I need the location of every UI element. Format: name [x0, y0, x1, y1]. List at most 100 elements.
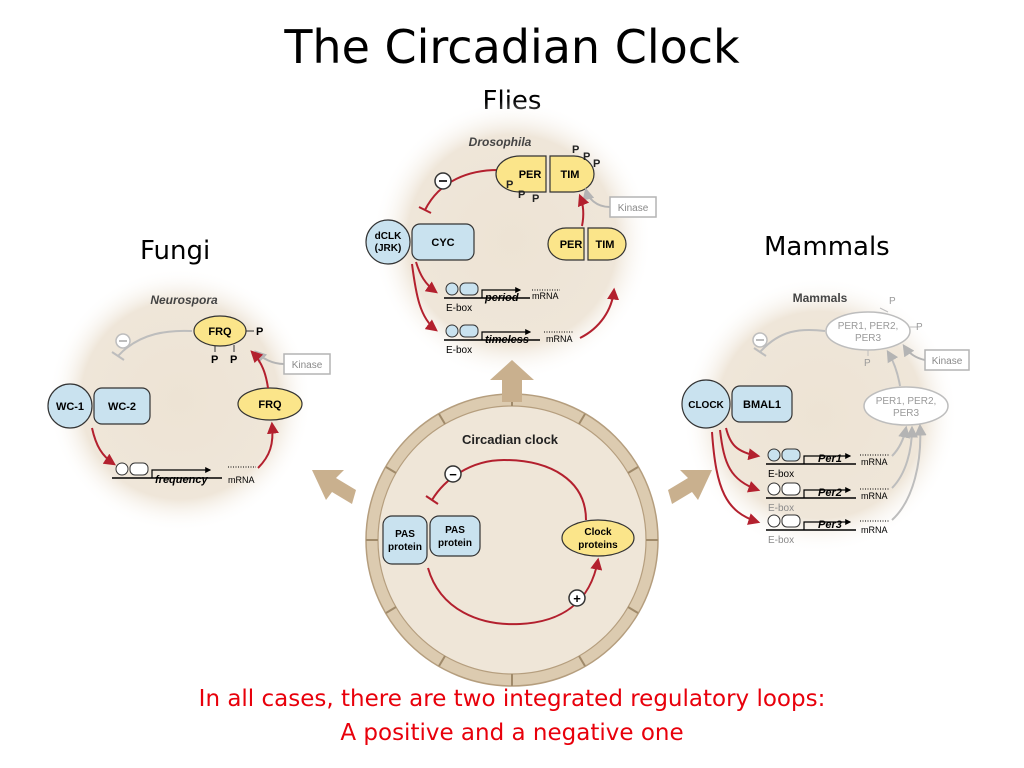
- svg-text:PAS: PAS: [395, 529, 415, 540]
- frq-protein: FRQ: [237, 387, 303, 421]
- neurospora-heading: Neurospora: [150, 293, 218, 307]
- per-complex-phospho: PER1, PER2, PER3: [825, 311, 911, 351]
- svg-text:frequency: frequency: [155, 474, 208, 486]
- svg-text:mRNA: mRNA: [861, 457, 888, 467]
- mammals-phospho-labels: P P P: [864, 296, 923, 369]
- per-tim-complex: PER TIM: [547, 227, 627, 261]
- drosophila-negative-loop: [424, 169, 499, 211]
- drosophila-minus-icon: [434, 172, 452, 190]
- per1-gene-row: E-box Per1 mRNA: [766, 448, 890, 480]
- svg-text:protein: protein: [438, 538, 472, 549]
- pas-protein-right: PAS protein: [429, 515, 481, 557]
- svg-text:P: P: [532, 193, 539, 205]
- svg-text:mRNA: mRNA: [532, 291, 559, 301]
- svg-text:mRNA: mRNA: [861, 525, 888, 535]
- svg-text:E-box: E-box: [446, 303, 472, 314]
- svg-text:P: P: [230, 354, 237, 366]
- svg-text:P: P: [256, 326, 263, 338]
- wc1-protein: WC-1: [47, 383, 93, 429]
- drosophila-panel: Drosophila PER TIM P P P P P P: [365, 100, 657, 380]
- dclk-protein: dCLK (JRK): [365, 219, 411, 265]
- generic-clock-panel: Circadian clock − + PAS protein PAS prot…: [365, 393, 659, 687]
- neurospora-phospho-labels: P P P: [211, 326, 263, 366]
- svg-text:PER1, PER2,: PER1, PER2,: [838, 321, 899, 332]
- caption-line-2: A positive and a negative one: [340, 720, 684, 746]
- arrow-to-flies: [490, 360, 534, 402]
- svg-text:dCLK: dCLK: [375, 231, 402, 242]
- fungi-label: Fungi: [140, 236, 211, 266]
- direction-arrows: [312, 360, 712, 504]
- svg-text:WC-2: WC-2: [108, 401, 136, 413]
- svg-text:P: P: [889, 296, 896, 307]
- svg-text:(JRK): (JRK): [375, 243, 402, 254]
- svg-text:P: P: [506, 179, 513, 191]
- period-gene-row: E-box period mRNA: [444, 282, 560, 314]
- svg-text:protein: protein: [388, 542, 422, 553]
- svg-text:P: P: [583, 151, 590, 163]
- svg-text:CLOCK: CLOCK: [688, 400, 724, 411]
- svg-text:P: P: [518, 189, 525, 201]
- svg-text:P: P: [572, 144, 579, 156]
- svg-text:mRNA: mRNA: [228, 475, 255, 485]
- svg-text:PER3: PER3: [893, 408, 920, 419]
- svg-text:E-box: E-box: [768, 535, 794, 546]
- svg-text:E-box: E-box: [768, 503, 794, 514]
- caption-line-1: In all cases, there are two integrated r…: [198, 686, 826, 712]
- svg-text:WC-1: WC-1: [56, 401, 84, 413]
- cyc-protein: CYC: [411, 223, 475, 261]
- svg-text:BMAL1: BMAL1: [743, 399, 781, 411]
- arrow-to-fungi: [312, 470, 356, 504]
- neurospora-panel: Neurospora FRQ P P P Kinase: [47, 268, 331, 532]
- svg-text:P: P: [211, 354, 218, 366]
- tim-label: TIM: [596, 239, 615, 251]
- svg-text:+: +: [573, 591, 581, 606]
- frq-phospho-protein: FRQ: [193, 315, 247, 347]
- clock-protein: CLOCK: [681, 379, 731, 429]
- clock-plus-icon: +: [568, 589, 586, 607]
- svg-text:PAS: PAS: [445, 525, 465, 536]
- svg-text:timeless: timeless: [485, 334, 529, 346]
- svg-text:CYC: CYC: [431, 237, 454, 249]
- per-tim-phospho-complex: PER TIM: [495, 155, 595, 193]
- slide-title: The Circadian Clock: [284, 20, 740, 74]
- generic-clock-heading: Circadian clock: [462, 432, 559, 447]
- frequency-gene-row: frequency mRNA: [112, 462, 256, 486]
- wc2-protein: WC-2: [93, 387, 151, 425]
- neurospora-minus-icon: [115, 333, 131, 349]
- arrow-to-mammals: [668, 470, 712, 504]
- drosophila-kinase-label: Kinase: [618, 203, 649, 214]
- svg-text:PER1, PER2,: PER1, PER2,: [876, 396, 937, 407]
- per3-gene-row: E-box Per3 mRNA: [766, 514, 890, 546]
- mammals-panel: Mammals PER1, PER2, PER3 P P P Kin: [681, 277, 970, 553]
- svg-text:mRNA: mRNA: [546, 334, 573, 344]
- svg-text:period: period: [484, 292, 519, 304]
- svg-text:P: P: [864, 358, 871, 369]
- drosophila-phospho-labels: P P P P P P: [506, 144, 600, 205]
- clock-minus-icon: −: [444, 465, 462, 483]
- pas-protein-left: PAS protein: [382, 515, 428, 565]
- svg-text:E-box: E-box: [446, 345, 472, 356]
- mammals-heading: Mammals: [793, 291, 848, 305]
- svg-text:PER3: PER3: [855, 333, 882, 344]
- mammals-minus-icon: [752, 332, 768, 348]
- svg-text:Per1: Per1: [818, 453, 842, 465]
- mammals-label: Mammals: [764, 232, 890, 262]
- mammals-negative-loop: [759, 328, 826, 353]
- svg-text:−: −: [449, 467, 457, 482]
- drosophila-heading: Drosophila: [469, 135, 532, 149]
- svg-text:proteins: proteins: [578, 540, 618, 551]
- svg-text:E-box: E-box: [768, 469, 794, 480]
- clock-proteins: Clock proteins: [561, 519, 635, 557]
- timeless-gene-row: E-box timeless mRNA: [444, 324, 574, 356]
- per-complex: PER1, PER2, PER3: [863, 386, 949, 426]
- svg-text:mRNA: mRNA: [861, 491, 888, 501]
- mammals-kinase-label: Kinase: [932, 356, 963, 367]
- bmal1-protein: BMAL1: [731, 385, 793, 423]
- neurospora-kinase-label: Kinase: [292, 360, 323, 371]
- neurospora-negative-loop: [117, 329, 193, 357]
- svg-text:FRQ: FRQ: [258, 399, 282, 411]
- svg-text:FRQ: FRQ: [208, 326, 232, 338]
- per-label: PER: [560, 239, 583, 251]
- per-label-top: PER: [519, 169, 542, 181]
